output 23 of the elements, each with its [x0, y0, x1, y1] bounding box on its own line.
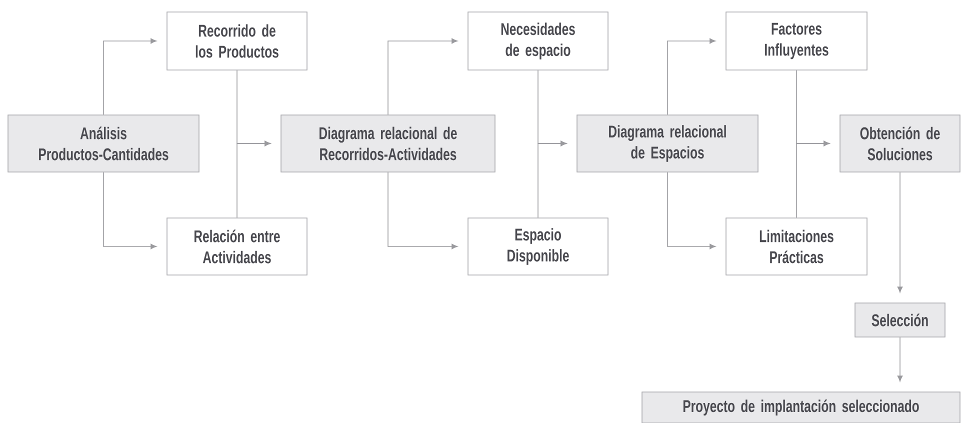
input-box: Relación entre Actividades	[166, 218, 308, 276]
arrow	[388, 172, 458, 250]
input-box: Necesidades de espacio	[468, 12, 608, 70]
arrow	[236, 140, 271, 218]
input-box: Espacio Disponible	[468, 218, 608, 276]
arrow	[538, 140, 567, 218]
input-box: Recorrido de los Productos	[166, 12, 308, 70]
process-box: Obtención de Soluciones	[840, 114, 960, 172]
arrow	[667, 172, 716, 250]
arrow	[103, 38, 157, 115]
process-box: Diagrama relacional de Recorridos-Actividades	[280, 114, 496, 172]
input-box: Factores Influyentes	[726, 12, 868, 70]
arrow	[897, 337, 903, 382]
process-box: Análisis Productos-Cantidades	[8, 114, 200, 172]
arrow	[796, 140, 830, 218]
process-box: Diagrama relacional de Espacios	[576, 114, 758, 172]
arrow	[388, 38, 458, 115]
input-box: Limitaciones Prácticas	[726, 218, 868, 276]
process-box: Selección	[854, 302, 946, 338]
process-box: Proyecto de implantación seleccionado	[642, 392, 960, 423]
arrow	[103, 172, 157, 250]
arrow	[897, 172, 903, 293]
arrow	[667, 38, 716, 115]
